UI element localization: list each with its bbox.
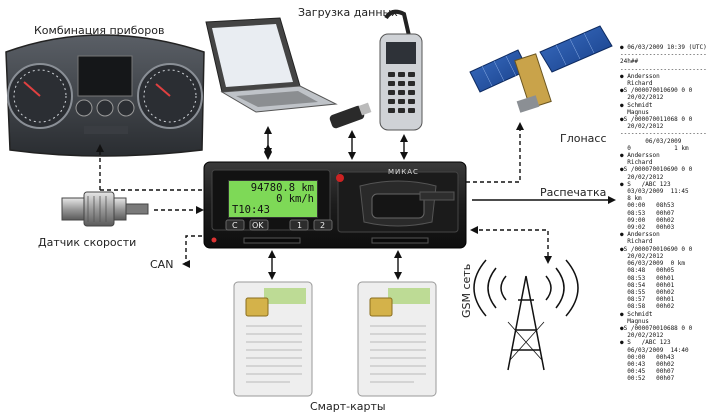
receipt-line: 20/02/2012 [620,123,664,131]
receipt-line: 09:00 00h02 [620,216,675,224]
lcd-odometer: 94780.8 km [250,182,314,194]
receipt-line: ●S /000070010690 0 0 [620,166,693,174]
receipt-line: 00:52 00h07 [620,375,675,383]
receipt-line: 08:54 00h01 [620,281,675,289]
receipt-line: 08:57 00h01 [620,296,675,304]
lcd-time: T10:43 [232,204,270,216]
receipt-line: 20/02/2012 [620,252,664,260]
button-c[interactable]: C [232,221,238,230]
receipt-line: 03/03/2009 11:45 [620,188,689,196]
receipt-line: ● 06/03/2009 10:39 (UTC) [620,44,707,51]
instrument-cluster-image [5,34,205,157]
button-2[interactable]: 2 [320,221,326,230]
receipt-line: ● Andersson [620,152,660,160]
receipt-line: ●S /000070010688 0 0 [620,324,693,332]
receipt-line: 06/03/2009 [620,137,682,145]
receipt-line: ●S /000070010690 0 0 [620,87,693,95]
label-gsm-network: GSM сеть [460,263,473,318]
label-speed-sensor: Датчик скорости [38,236,137,249]
laptop-image [205,17,338,113]
receipt-line: 00:43 00h02 [620,360,675,368]
receipt-line: ------------------------ [620,130,707,138]
usb-drive-image [329,102,372,129]
receipt-line: Richard [620,80,653,88]
receipt-line: 08:55 00h02 [620,288,675,296]
label-smart-cards: Смарт-карты [310,400,386,413]
label-data-download: Загрузка данных [298,6,398,19]
receipt-line: ●S /000070010690 0 0 [620,245,693,253]
receipt-line: Richard [620,159,653,167]
receipt-line: 0 1 km [620,144,689,152]
speed-sensor-image [61,191,149,227]
receipt-line: Magnus [620,108,649,116]
button-1[interactable]: 1 [297,221,303,230]
label-instrument-cluster: Комбинация приборов [34,24,165,37]
glonass-satellite-image [469,25,613,113]
receipt-line: ------------------------ [620,51,707,59]
receipt-line: ● Andersson [620,72,660,80]
receipt-line: Magnus [620,317,649,325]
smart-card-1-image [233,281,313,397]
receipt-line: 06/03/2009 0 km [620,260,686,268]
receipt-line: ● S /ABC 123 [620,180,671,188]
receipt-line: 24h## [620,58,639,66]
label-printout: Распечатка [540,186,607,199]
receipt-line: 09:02 00h03 [620,224,675,232]
receipt-line: 08:48 00h05 [620,267,675,275]
receipt-line: 8 km [620,195,642,203]
connection-arrows [96,122,616,280]
smart-card-2-image [357,281,437,397]
receipt-line: 20/02/2012 [620,173,664,181]
receipt-line: 08:53 00h07 [620,209,675,217]
receipt-line: 08:58 00h02 [620,303,675,311]
receipt-line: 00:00 08h53 [620,202,675,210]
receipt-line: ● Schmidt [620,310,653,318]
lcd-speed: 0 km/h [276,193,314,205]
receipt-line: ------------------------ [620,65,707,73]
receipt-line: Richard [620,238,653,246]
receipt-line: 00:00 00h43 [620,353,675,361]
device-brand: МИКАС [388,168,419,176]
device-lcd-display: 94780.8 km 0 km/h T10:43 [228,180,318,218]
receipt-line: 08:53 00h01 [620,274,675,282]
label-glonass: Глонасс [560,132,607,145]
receipt-line: 00:45 00h07 [620,368,675,376]
gsm-tower-image [473,259,579,371]
label-can: CAN [150,258,174,271]
receipt-line: 06/03/2009 14:40 [620,346,689,354]
button-ok[interactable]: OK [252,221,264,230]
receipt-line: ● Andersson [620,231,660,239]
printout-receipt: ● 06/03/2009 10:39 (UTC)----------------… [620,44,720,416]
receipt-line: ● Schmidt [620,101,653,109]
receipt-line: ● S /ABC 123 [620,339,671,347]
receipt-line: 20/02/2012 [620,332,664,340]
receipt-line: 20/02/2012 [620,94,664,102]
receipt-line: ●S /000070011068 0 0 [620,116,693,124]
download-terminal-image [379,9,423,131]
